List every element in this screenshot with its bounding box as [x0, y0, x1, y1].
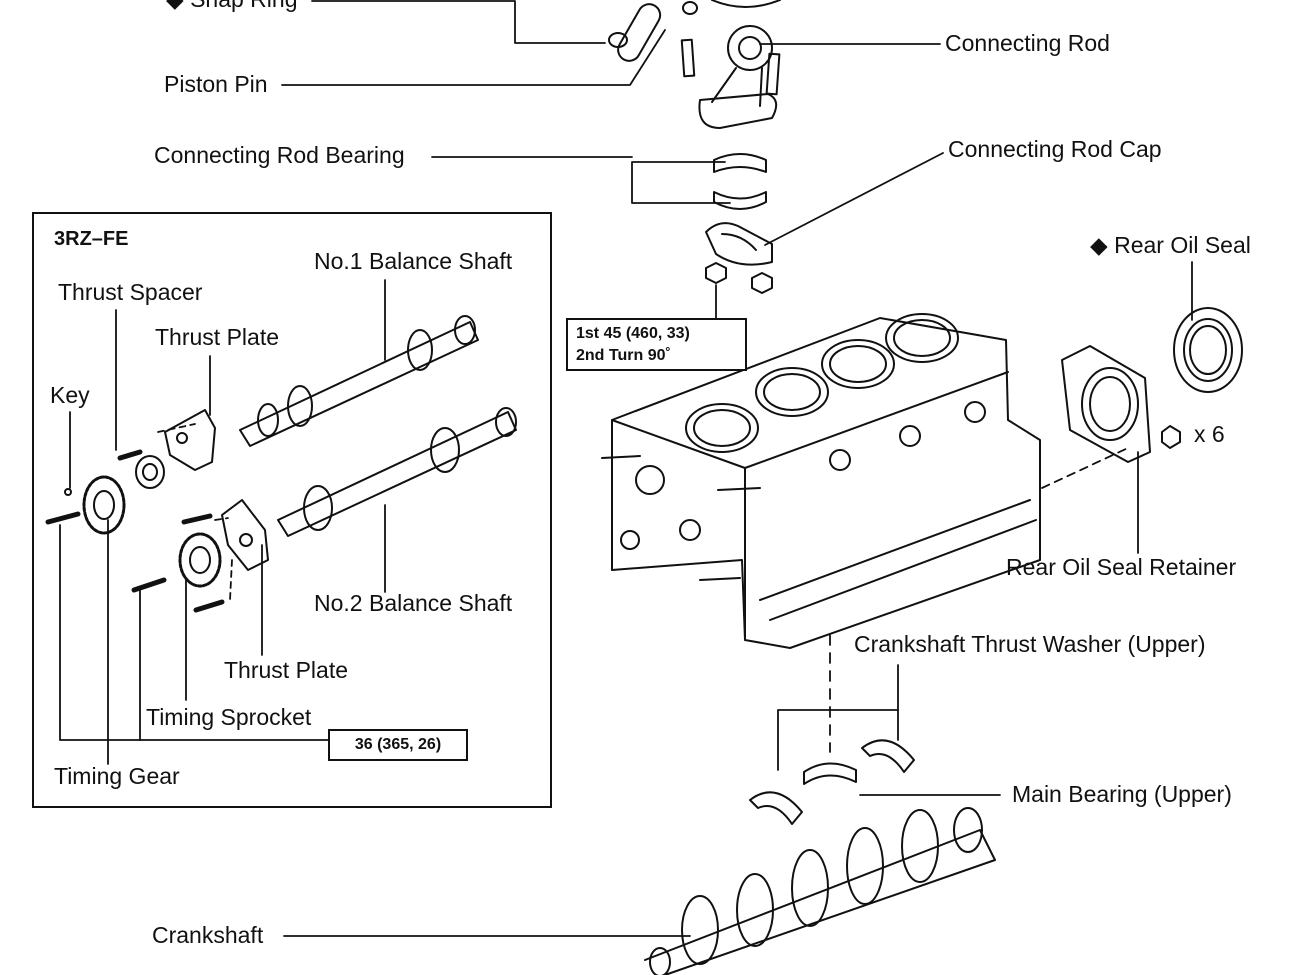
snap-ring-label: ◆ Snap Ring — [166, 0, 298, 11]
thrust-plate-upper — [164, 409, 216, 471]
main-bearing-upper — [803, 762, 857, 785]
connecting-rod-bearing-label: Connecting Rod Bearing — [154, 142, 405, 168]
inset-title: 3RZ–FE — [54, 228, 129, 250]
cylinder-block — [601, 313, 1041, 649]
connecting-rod-torque-spec: 1st 45 (460, 33) 2nd Turn 90˚ — [566, 318, 747, 372]
inset-torque-spec: 36 (365, 26) — [328, 729, 468, 761]
torque-spec-line2: 2nd Turn 90˚ — [576, 346, 671, 364]
main-bearing-upper-label: Main Bearing (Upper) — [1012, 781, 1232, 807]
thrust-plate-lower — [221, 499, 269, 571]
timing-gear — [82, 475, 126, 535]
rear-oil-seal-label: ◆ Rear Oil Seal — [1090, 232, 1251, 258]
thrust-spacer — [135, 455, 165, 489]
timing-sprocket — [178, 532, 222, 588]
rear-oil-seal-retainer — [1061, 345, 1181, 463]
thrust-spacer-label: Thrust Spacer — [58, 279, 203, 305]
rear-oil-seal-retainer-label: Rear Oil Seal Retainer — [1006, 554, 1237, 580]
piston-pin-group — [608, 0, 781, 62]
key-label: Key — [50, 382, 90, 408]
thrust-plate-lower-label: Thrust Plate — [224, 657, 348, 683]
connecting-rod-cap-label: Connecting Rod Cap — [948, 136, 1162, 162]
inset-panel-3rz-fe — [32, 212, 552, 808]
timing-gear-label: Timing Gear — [54, 763, 180, 789]
no1-balance-shaft — [239, 315, 479, 447]
no2-balance-shaft — [277, 407, 517, 537]
piston-pin-label: Piston Pin — [164, 71, 268, 97]
leader-lines — [281, 0, 1193, 937]
connecting-rod-cap — [705, 222, 773, 294]
torque-spec-line1: 1st 45 (460, 33) — [576, 325, 690, 342]
crankshaft-thrust-washer-label: Crankshaft Thrust Washer (Upper) — [854, 631, 1206, 657]
no1-balance-shaft-label: No.1 Balance Shaft — [314, 248, 513, 274]
crankshaft — [644, 807, 996, 975]
thrust-plate-upper-label: Thrust Plate — [155, 324, 279, 350]
inset-bolts — [45, 449, 225, 613]
rear-oil-seal — [1173, 307, 1243, 393]
no2-balance-shaft-label: No.2 Balance Shaft — [314, 590, 513, 616]
connecting-rod-bearing — [713, 153, 767, 210]
timing-sprocket-label: Timing Sprocket — [146, 704, 312, 730]
bolt-count-label: x 6 — [1194, 421, 1225, 447]
crankshaft-label: Crankshaft — [152, 922, 264, 948]
connecting-rod-label: Connecting Rod — [945, 30, 1110, 56]
crankshaft-thrust-washer — [749, 739, 915, 825]
connecting-rod — [680, 25, 781, 129]
